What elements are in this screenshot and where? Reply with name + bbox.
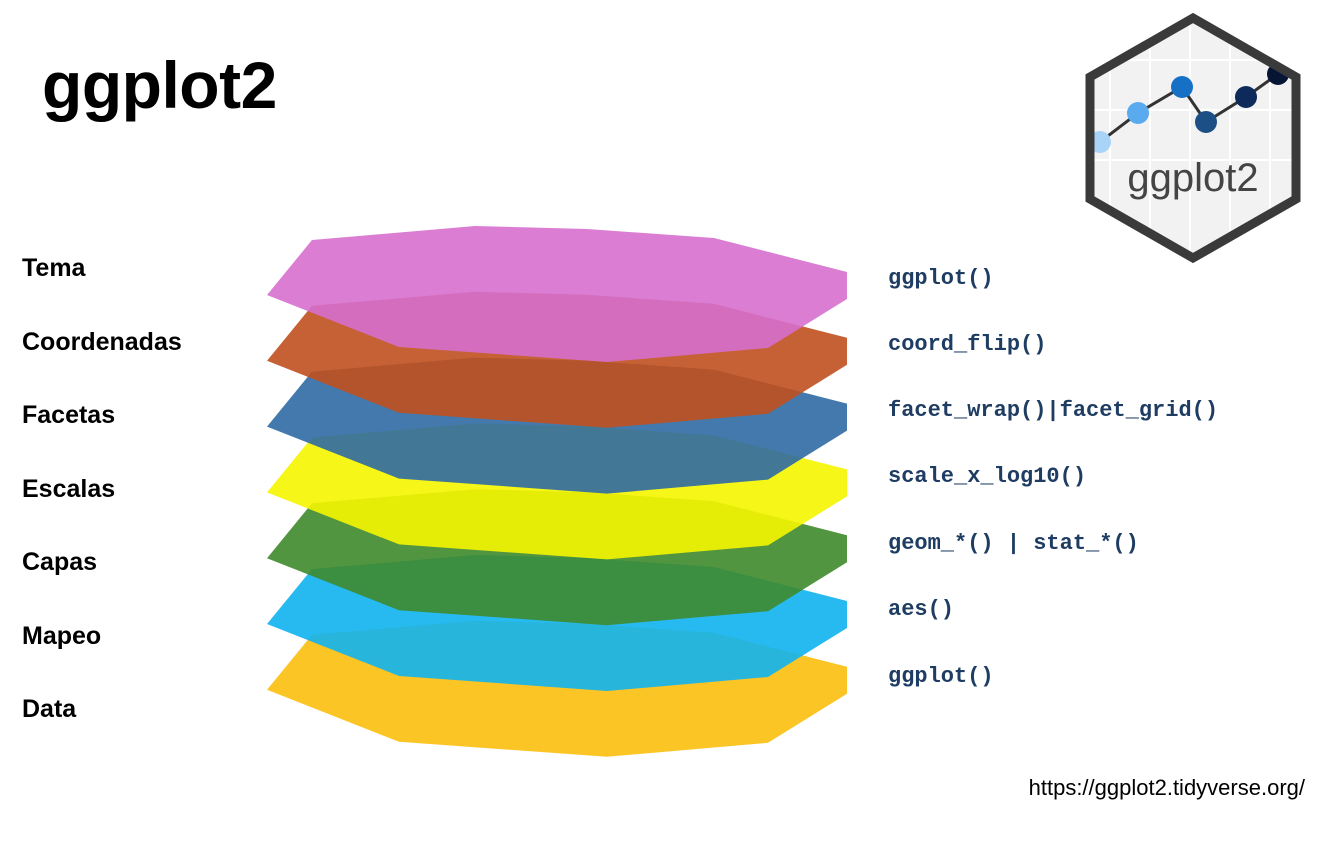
ggplot2-hex-logo: ggplot2 — [1085, 12, 1301, 264]
page-title: ggplot2 — [42, 48, 277, 122]
layer-code-data: ggplot() — [888, 664, 994, 689]
layer-code-capas: geom_*() | stat_*() — [888, 531, 1139, 556]
layer-code-coordenadas: coord_flip() — [888, 332, 1047, 357]
layer-slab-tema — [267, 226, 847, 362]
layer-label-mapeo: Mapeo — [22, 622, 102, 650]
layer-label-data: Data — [22, 695, 77, 723]
layer-code-mapeo: aes() — [888, 597, 955, 622]
layer-label-tema: Tema — [22, 254, 86, 282]
layer-label-facetas: Facetas — [22, 401, 116, 429]
logo-point — [1195, 111, 1217, 133]
logo-point — [1127, 102, 1149, 124]
logo-point — [1235, 86, 1257, 108]
logo-text: ggplot2 — [1127, 156, 1258, 200]
layer-code-escalas: scale_x_log10() — [888, 464, 1087, 489]
layer-label-capas: Capas — [22, 548, 98, 576]
source-url: https://ggplot2.tidyverse.org/ — [1028, 775, 1305, 800]
logo-hex-border — [1085, 12, 1301, 264]
logo-point — [1171, 76, 1193, 98]
layer-label-escalas: Escalas — [22, 475, 116, 503]
layer-label-coordenadas: Coordenadas — [22, 328, 182, 356]
logo-panel-background — [1090, 18, 1296, 258]
layer-code-facetas: facet_wrap()|facet_grid() — [888, 398, 1219, 423]
layer-code-tema: ggplot() — [888, 266, 994, 291]
